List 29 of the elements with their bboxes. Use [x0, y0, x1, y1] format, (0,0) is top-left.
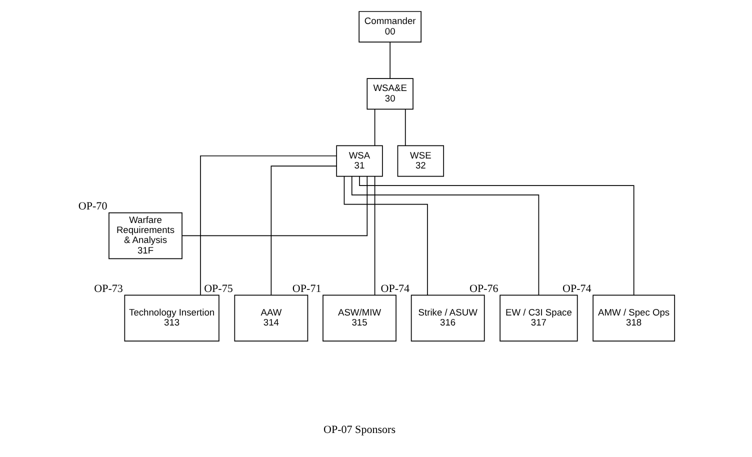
node-label: OP-74: [562, 283, 591, 296]
node-box: AAW 314: [234, 294, 308, 342]
connector: [350, 176, 539, 296]
node-label: OP-70: [78, 200, 107, 213]
node-box: WSA&E 30: [366, 78, 413, 110]
node-label: OP-75: [204, 283, 232, 296]
node-box: Commander 00: [358, 11, 422, 42]
node-box: AMW / Spec Ops 318: [592, 294, 675, 342]
connector: [343, 176, 428, 296]
node-box: WSA 31: [336, 145, 382, 177]
node-box: WSE 32: [396, 145, 444, 177]
connector: [374, 109, 375, 146]
connector: [200, 155, 336, 296]
connector: [389, 42, 390, 79]
connector: [358, 176, 634, 296]
label: OP-07 Sponsors: [323, 424, 396, 436]
connector: [270, 166, 336, 296]
node-box: Technology Insertion 313: [124, 294, 219, 342]
node-label: OP-73: [94, 283, 122, 296]
node-box: EW / C3I Space 317: [499, 294, 578, 342]
connector: [181, 176, 368, 236]
node-box: ASW/MIW 315: [322, 294, 396, 342]
node-label: OP-76: [469, 283, 498, 296]
node-label: OP-74: [380, 283, 410, 296]
connector: [404, 109, 406, 146]
node-box: Warfare Requirements & Analysis 31F: [108, 212, 182, 260]
node-box: Strike / ASUW 316: [410, 294, 484, 342]
node-label: OP-71: [292, 283, 321, 296]
connector: [374, 176, 375, 296]
